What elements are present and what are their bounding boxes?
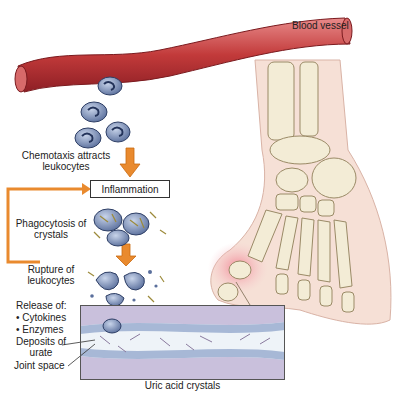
inset-box: Uric acid crystals [80, 305, 285, 380]
annotation-label: Blood vessel [292, 20, 382, 31]
annotation-label: Rupture of leukocytes [14, 264, 88, 286]
annotation-label: • Cytokines [16, 312, 86, 323]
annotation-label: Chemotaxis attracts leukocytes [18, 150, 114, 172]
annotation-label: Release of: [16, 300, 86, 311]
inset-caption: Uric acid crystals [81, 379, 284, 392]
leader-lines [62, 340, 95, 366]
annotation-label: Deposits of urate [14, 336, 68, 358]
zoom-leader [236, 282, 250, 305]
joint-inset [80, 305, 285, 380]
annotation-label: Joint space [14, 360, 74, 371]
box-label: Inflammation [101, 184, 158, 195]
process-box: Inflammation [90, 180, 170, 198]
annotation-label: Phagocytosis of crystals [14, 218, 88, 240]
foot [208, 60, 391, 324]
feedback-line [8, 183, 91, 262]
foot-bones [218, 62, 356, 312]
annotation-label: • Enzymes [16, 324, 86, 335]
flow-arrows [116, 148, 140, 266]
phagocytes [94, 209, 166, 246]
leukocytes [75, 77, 130, 148]
ruptured-cells [88, 270, 164, 306]
